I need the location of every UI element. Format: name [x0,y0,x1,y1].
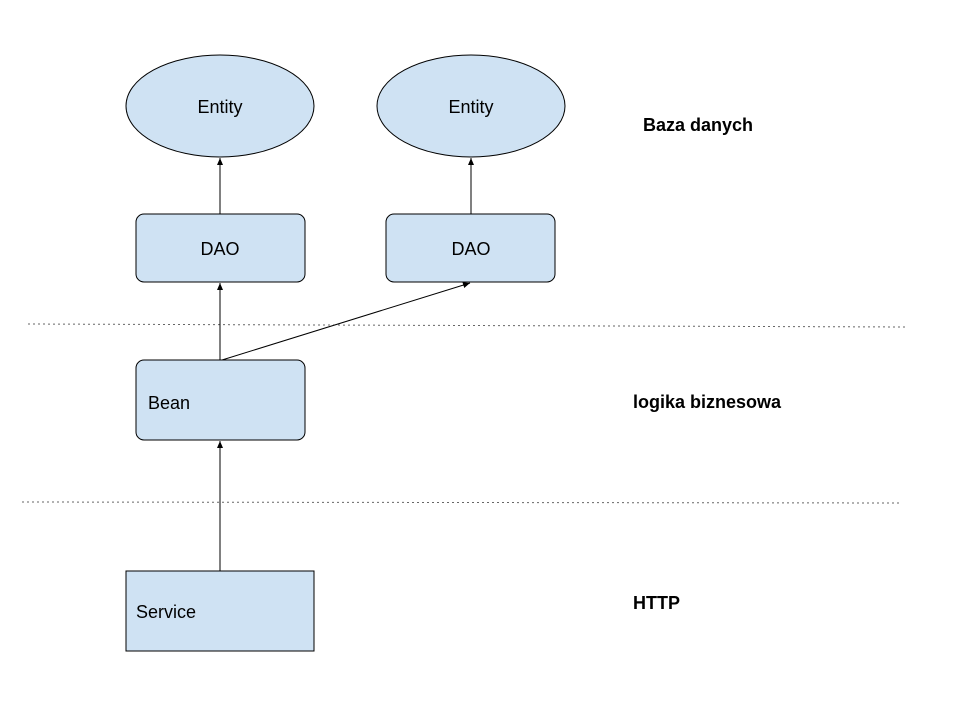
service-node[interactable]: Service [125,570,315,652]
dao-node-right[interactable]: DAO [385,213,556,283]
separator-logic-http [21,501,901,504]
bean-node[interactable]: Bean [135,359,306,441]
arrow-bean-to-dao-right [221,282,471,361]
separator-database-logic [27,323,907,328]
entity-node-left[interactable]: Entity [125,54,315,158]
dao-node-left[interactable]: DAO [135,213,306,283]
entity-node-left-label: Entity [197,97,242,117]
bean-node-label: Bean [148,393,190,413]
layer-label-database: Baza danych [643,115,754,135]
entity-node-right[interactable]: Entity [376,54,566,158]
dao-node-right-label: DAO [451,239,490,259]
layer-label-http: HTTP [633,593,680,613]
layer-label-business-logic: logika biznesowa [633,392,782,412]
entity-node-right-label: Entity [448,97,493,117]
dao-node-left-label: DAO [200,239,239,259]
service-node-label: Service [136,602,196,622]
